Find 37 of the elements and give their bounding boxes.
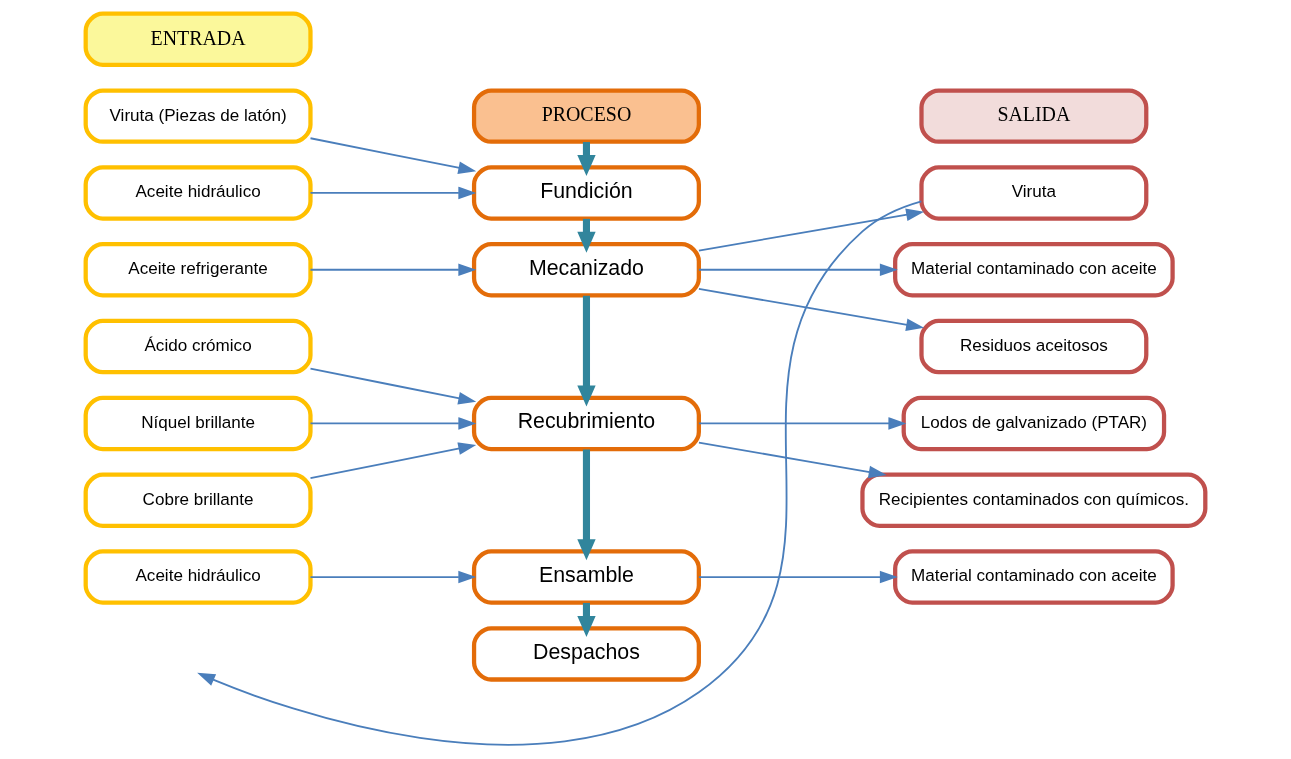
node-box: Ácido crómico bbox=[83, 318, 313, 375]
arrow bbox=[698, 570, 898, 584]
node-box: Viruta (Piezas de latón) bbox=[83, 88, 313, 144]
arrow bbox=[309, 570, 477, 584]
node-box: Mecanizado bbox=[471, 242, 701, 298]
arrow bbox=[309, 186, 477, 200]
node-box: Lodos de galvanizado (PTAR) bbox=[901, 395, 1167, 452]
node-box: Cobre brillante bbox=[83, 472, 313, 528]
node-box: ENTRADA bbox=[83, 11, 313, 68]
node-box: Viruta bbox=[919, 165, 1149, 221]
node-box: Material contaminado con aceite bbox=[893, 242, 1175, 298]
node-box: Aceite hidráulico bbox=[83, 549, 313, 605]
node-box: Aceite refrigerante bbox=[83, 242, 313, 298]
node-box: Despachos bbox=[471, 626, 701, 682]
arrow bbox=[309, 367, 477, 405]
node-box: Residuos aceitosos bbox=[919, 318, 1149, 375]
node-box: PROCESO bbox=[471, 88, 701, 144]
node-box: Aceite hidráulico bbox=[83, 165, 313, 221]
node-box: Recipientes contaminados con químicos. bbox=[860, 472, 1208, 528]
arrow bbox=[577, 295, 596, 407]
arrow bbox=[698, 417, 907, 430]
arrow bbox=[577, 449, 596, 561]
node-box: Material contaminado con aceite bbox=[893, 549, 1175, 605]
arrow bbox=[197, 200, 923, 746]
arrow bbox=[698, 288, 925, 331]
node-box: Recubrimiento bbox=[471, 395, 701, 452]
node-box: Fundición bbox=[471, 165, 701, 221]
node-box: Ensamble bbox=[471, 549, 701, 605]
node-box: Níquel brillante bbox=[83, 395, 313, 452]
arrow bbox=[309, 417, 477, 430]
arrow bbox=[698, 208, 925, 252]
node-box: SALIDA bbox=[919, 88, 1149, 144]
arrow bbox=[309, 263, 477, 277]
arrow bbox=[309, 137, 477, 174]
arrow bbox=[698, 263, 898, 277]
arrow bbox=[309, 442, 477, 480]
arrow bbox=[698, 441, 887, 479]
